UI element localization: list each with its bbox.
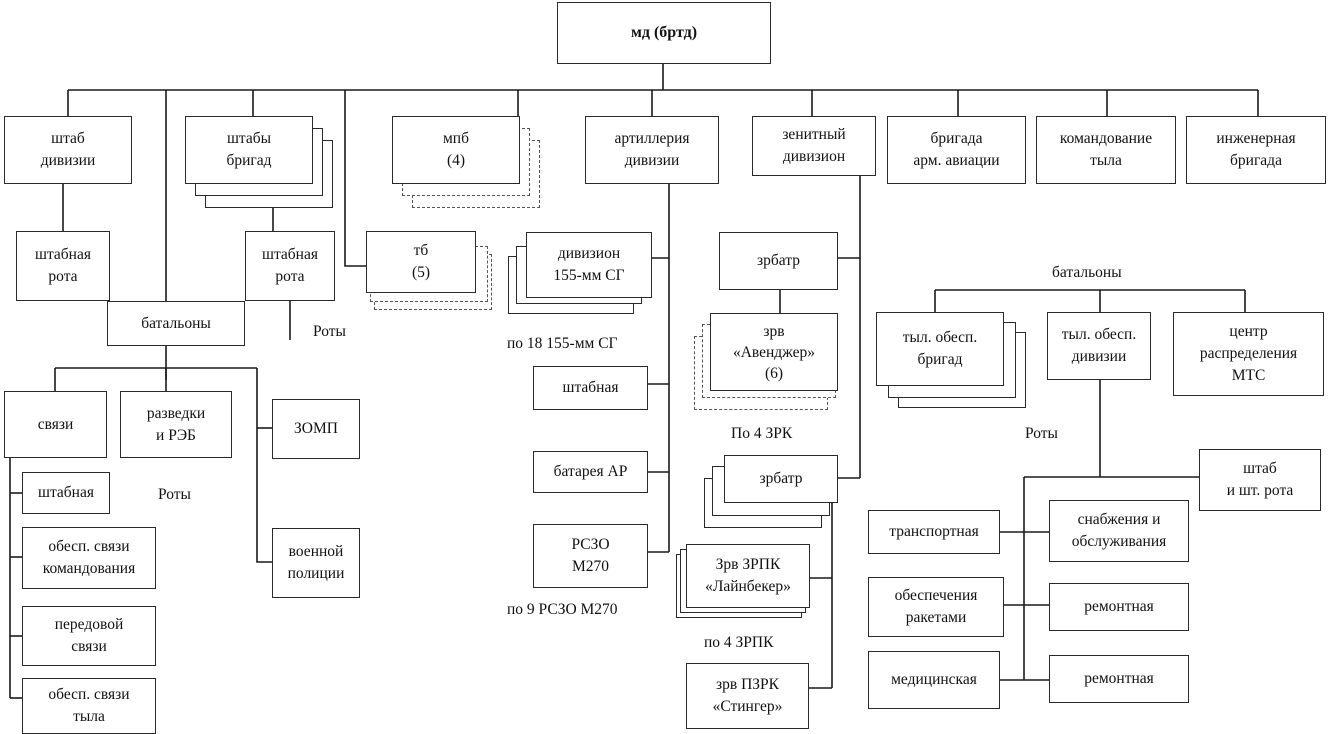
label-roty-1: Роты — [313, 323, 346, 340]
label-roty-2: Роты — [158, 486, 191, 503]
box-zrbatr-1: зрбатр — [719, 232, 838, 290]
box-shtabnaya-rota-2: штабная рота — [245, 231, 335, 301]
box-batareya-ar: батарея АР — [533, 451, 648, 493]
box-shtabnaya-rota-1: штабная рота — [16, 231, 110, 301]
box-inzhenernaya: инженерная бригада — [1186, 116, 1326, 184]
box-shtabnaya-svyaz: штабная — [22, 472, 110, 514]
box-mpb: мпб (4) — [392, 116, 520, 184]
box-shtab-divizii: штаб дивизии — [4, 116, 132, 184]
box-tyl-obesp-brigad: тыл. обесп. бригад — [876, 312, 1004, 386]
box-divizion-155: дивизион 155-мм СГ — [526, 232, 652, 298]
box-transportnaya: транспортная — [868, 510, 1000, 554]
box-razvedki: разведки и РЭБ — [120, 391, 232, 458]
box-tyl-obesp-divizii: тыл. обесп. дивизии — [1047, 312, 1151, 380]
label-batalony-right: батальоны — [1052, 264, 1122, 281]
box-batalony-left: батальоны — [107, 301, 245, 346]
box-zrv-avendzher: зрв «Авенджер» (6) — [710, 313, 838, 391]
label-po-4-zrk: По 4 ЗРК — [731, 425, 793, 442]
box-svyazi: связи — [4, 391, 107, 458]
box-shtab-sht-rota: штаб и шт. рота — [1199, 449, 1321, 511]
box-remontnaya-1: ремонтная — [1049, 583, 1189, 631]
root-box: мд (бртд) — [557, 2, 771, 64]
box-centr-mts: центр распределения МТС — [1173, 312, 1324, 396]
box-artilleriya: артиллерия дивизии — [585, 116, 719, 184]
box-obespecheniya-raketami: обеспечения ракетами — [868, 577, 1004, 637]
box-shtaby-brigad: штабы бригад — [185, 116, 313, 184]
box-komandovanie-tyla: командование тыла — [1036, 116, 1176, 184]
box-zomp: ЗОМП — [272, 399, 360, 459]
label-po-9: по 9 РСЗО М270 — [507, 601, 618, 618]
label-po-18: по 18 155-мм СГ — [507, 335, 618, 352]
box-tb: тб (5) — [366, 231, 476, 293]
box-zenitny: зенитный дивизион — [752, 116, 876, 176]
box-medicinskaya: медицинская — [868, 651, 1000, 709]
box-zrbatr-2: зрбатр — [724, 455, 838, 503]
box-peredovoy-svyazi: передовой связи — [22, 606, 156, 666]
box-voennoy-policii: военной полиции — [272, 528, 360, 598]
box-obesp-svyazi-kom: обесп. связи командования — [22, 527, 156, 589]
box-remontnaya-2: ремонтная — [1049, 655, 1189, 703]
box-obesp-svyazi-tyla: обесп. связи тыла — [22, 678, 156, 734]
label-po-4-zrpk: по 4 ЗРПК — [704, 634, 774, 651]
box-shtabnaya-art: штабная — [533, 366, 648, 410]
box-zrv-pzrk: зрв ПЗРК «Стингер» — [686, 663, 809, 729]
box-rszo: РСЗО М270 — [533, 524, 648, 588]
box-brigada-avia: бригада арм. авиации — [887, 116, 1026, 184]
label-roty-3: Роты — [1025, 425, 1058, 442]
box-snabzheniya: снабжения и обслуживания — [1049, 500, 1189, 562]
box-zrv-zrpk: Зрв ЗРПК «Лайнбекер» — [686, 544, 810, 608]
